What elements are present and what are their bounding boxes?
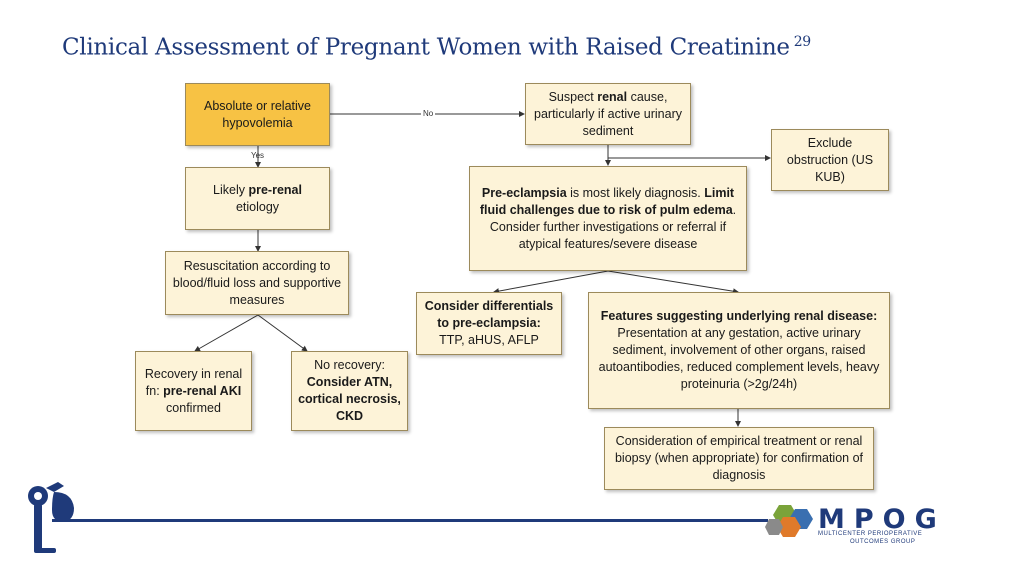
box-renal-post: cause, particularly if active urinary se…: [534, 89, 682, 138]
box-prerenal: Likely pre-renal etiology: [185, 167, 330, 230]
box-differentials-bold: Consider differentials to pre-eclampsia:: [424, 299, 554, 330]
box-obstruction: Exclude obstruction (US KUB): [771, 129, 889, 191]
box-differentials: Consider differentials to pre-eclampsia:…: [416, 292, 562, 355]
box-recovery-bold: pre-renal AKI: [163, 383, 242, 398]
arrow-preeclampsia-to-features: [607, 270, 739, 295]
box-norecovery-bold: Consider ATN, cortical necrosis, CKD: [298, 375, 401, 423]
box-renal-pre: Suspect: [548, 89, 598, 104]
box-renal: Suspect renal cause, particularly if act…: [525, 83, 691, 145]
arrow-resuscitation-to-norecovery: [257, 314, 308, 352]
box-obstruction-text: Exclude obstruction (US KUB): [786, 135, 874, 184]
box-hypovolemia-text: Absolute or relative hypovolemia: [203, 98, 311, 130]
box-empirical: Consideration of empirical treatment or …: [604, 427, 874, 490]
mpog-hex-logo-icon: [765, 505, 813, 537]
box-hypovolemia: Absolute or relative hypovolemia: [185, 83, 330, 146]
mpog-subtitle-line2: OUTCOMES GROUP: [850, 539, 916, 545]
mpog-subtitle-line1: MULTICENTER PERIOPERATIVE: [818, 531, 923, 537]
slide-title-text: Clinical Assessment of Pregnant Women wi…: [62, 34, 790, 61]
footer-divider: [52, 519, 768, 522]
box-resuscitation: Resuscitation according to blood/fluid l…: [165, 251, 349, 315]
box-differentials-post: TTP, aHUS, AFLP: [439, 333, 539, 347]
arrow-preeclampsia-to-differentials: [493, 270, 609, 295]
box-renal-bold: renal: [597, 89, 628, 104]
box-norecovery-pre: No recovery:: [314, 358, 385, 372]
box-preeclampsia: Pre-eclampsia is most likely diagnosis. …: [469, 166, 747, 271]
box-resuscitation-text: Resuscitation according to blood/fluid l…: [172, 258, 342, 307]
label-no: No: [421, 109, 436, 118]
box-preeclampsia-bold1: Pre-eclampsia: [481, 185, 567, 200]
box-prerenal-pre: Likely: [213, 182, 249, 197]
box-recovery: Recovery in renal fn: pre-renal AKI conf…: [135, 351, 252, 431]
label-yes: Yes: [251, 151, 265, 160]
box-features-post: Presentation at any gestation, active ur…: [598, 326, 880, 391]
box-preeclampsia-bold2: Limit fluid challenges due to risk of pu…: [479, 185, 735, 217]
mpog-wordmark: MPOG: [818, 504, 946, 535]
slide-title-reference: 29: [793, 34, 812, 50]
box-empirical-text: Consideration of empirical treatment or …: [614, 434, 864, 482]
box-norecovery: No recovery: Consider ATN, cortical necr…: [291, 351, 408, 431]
box-preeclampsia-mid: is most likely diagnosis.: [566, 185, 705, 200]
slide-title: Clinical Assessment of Pregnant Women wi…: [62, 34, 811, 61]
box-features-bold: Features suggesting underlying renal dis…: [600, 309, 878, 323]
box-prerenal-bold: pre-renal: [248, 182, 302, 197]
stork-logo-icon: [28, 482, 74, 553]
box-recovery-pre: Recovery in renal fn:: [144, 366, 243, 398]
box-preeclampsia-post: . Consider further investigations or ref…: [489, 202, 737, 251]
arrow-resuscitation-to-recovery: [194, 314, 259, 352]
box-prerenal-post: etiology: [235, 199, 280, 214]
box-features: Features suggesting underlying renal dis…: [588, 292, 890, 409]
box-recovery-post: confirmed: [166, 400, 221, 415]
